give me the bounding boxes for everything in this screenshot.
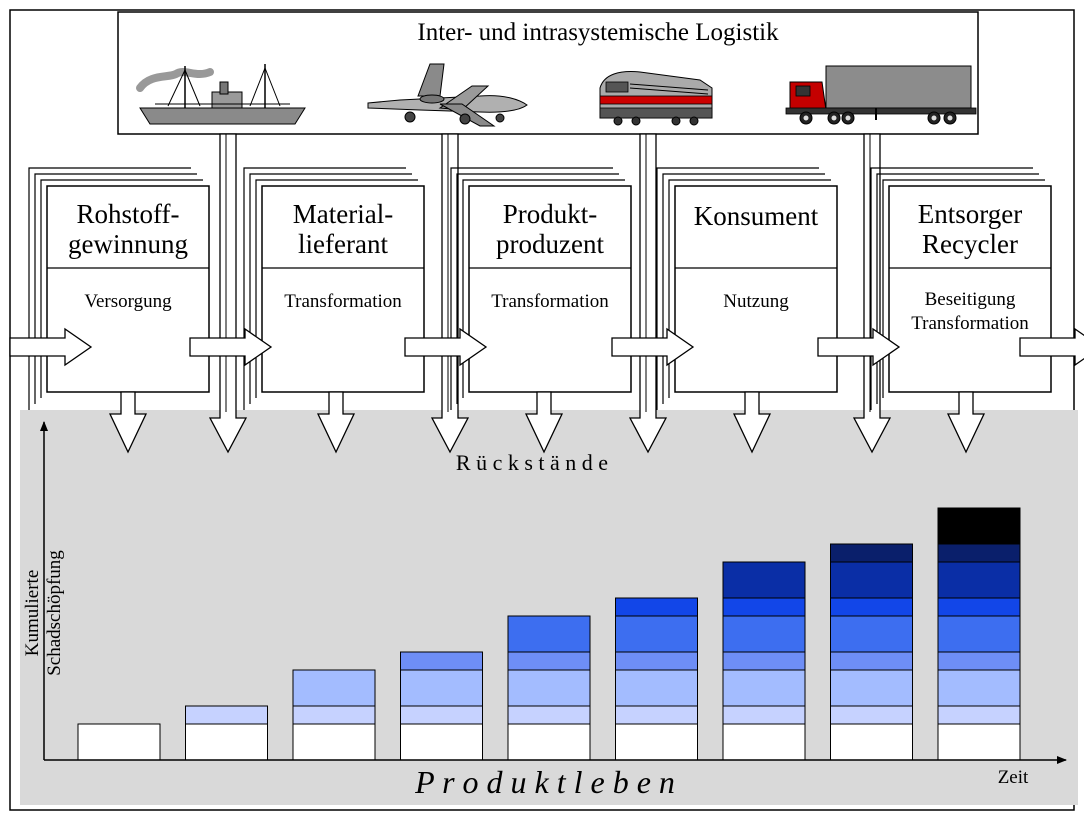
bar-segment [830,543,913,563]
bar-segment [937,723,1021,761]
bar-segment [937,615,1021,653]
stage-function: Beseitigung [925,289,1016,310]
stage-function: Nutzung [723,291,789,312]
stage-title: Entsorger [918,199,1022,229]
residues-label: R ü c k s t ä n d e [456,450,608,475]
y-axis-label-line-2: Schadschöpfung [44,550,65,676]
stage-boxes: Rohstoff-gewinnungVersorgungMaterial-lie… [28,167,1052,410]
stage-title: Konsument [694,201,819,231]
bar-segment [615,723,698,761]
residue-arrow [732,391,772,454]
flow-arrow [1019,327,1084,367]
flow-arrow [817,327,901,367]
bar-segment [722,705,806,725]
stage-title: Recycler [922,229,1018,259]
chart-title: P r o d u k t l e b e n [414,764,675,800]
airplane-icon [367,63,528,127]
residue-arrow [108,391,148,454]
bar-segment [830,723,913,761]
stage-function: Transformation [284,291,402,312]
bar-segment [292,669,376,707]
bar-segment [400,669,483,707]
bar-segment [937,543,1021,563]
flow-arrow [9,327,93,367]
flow-arrow [189,327,273,367]
stage-box: EntsorgerRecyclerBeseitigungTransformati… [870,167,1052,410]
flow-arrow [611,327,695,367]
bar-segment [830,705,913,725]
bar-segment [507,669,591,707]
truck-icon [785,65,977,125]
bar-segment [830,597,913,617]
stage-title: Produkt- [503,199,598,229]
stage-function: Transformation [911,313,1029,334]
ship-icon [136,64,306,125]
bar-segment [722,723,806,761]
stage-title: produzent [496,229,604,259]
bar-segment [937,651,1021,671]
bar-segment [937,597,1021,617]
bar-segment [615,669,698,707]
bar-segment [722,615,806,653]
bar-segment [937,705,1021,725]
bar-segment [185,723,268,761]
residue-arrow [946,391,986,454]
bar-segment [77,723,161,761]
bar-segment [937,561,1021,599]
bar-segment [292,705,376,725]
flow-arrows [9,327,1084,367]
x-axis-label: Zeit [998,767,1029,788]
bar-segment [830,561,913,599]
bars-group [77,507,1021,761]
bar-segment [185,705,268,725]
bar-segment [400,651,483,671]
bar-segment [615,615,698,653]
bar-segment [507,615,591,653]
logistics-channel-arrow [852,133,892,454]
bar-segment [615,705,698,725]
bar-segment [722,651,806,671]
stacked-bar-chart: Kumulierte Schadschöpfung Zeit P r o d u… [22,421,1067,800]
logistics-channel-arrow [628,133,668,454]
logistics-channels [208,133,892,454]
y-axis-label-line-1: Kumulierte [22,570,43,657]
bar-segment [615,597,698,617]
bar-segment [507,651,591,671]
stage-title: Rohstoff- [76,199,179,229]
bar-segment [400,705,483,725]
residue-arrows [108,391,986,454]
bar-segment [830,669,913,707]
residue-arrow [316,391,356,454]
stage-function: Transformation [491,291,609,312]
bar-segment [937,507,1021,545]
stage-title: gewinnung [68,229,188,259]
bar-segment [507,705,591,725]
bar-segment [830,651,913,671]
bar-segment [507,723,591,761]
bar-segment [937,669,1021,707]
bar-segment [830,615,913,653]
stage-title: lieferant [298,229,388,259]
bar-segment [615,651,698,671]
logistics-channel-arrow [430,133,470,454]
bar-segment [722,597,806,617]
stage-title: Material- [293,199,393,229]
bar-segment [400,723,483,761]
bar-segment [292,723,376,761]
stage-function: Versorgung [84,291,172,312]
logistics-channel-arrow [208,133,248,454]
logistics-title: Inter- und intrasystemische Logistik [417,19,779,46]
bar-segment [722,669,806,707]
bar-segment [722,561,806,599]
residue-arrow [524,391,564,454]
train-icon [599,71,713,126]
logistics-box: Inter- und intrasystemische Logistik [117,11,979,135]
flow-arrow [404,327,488,367]
